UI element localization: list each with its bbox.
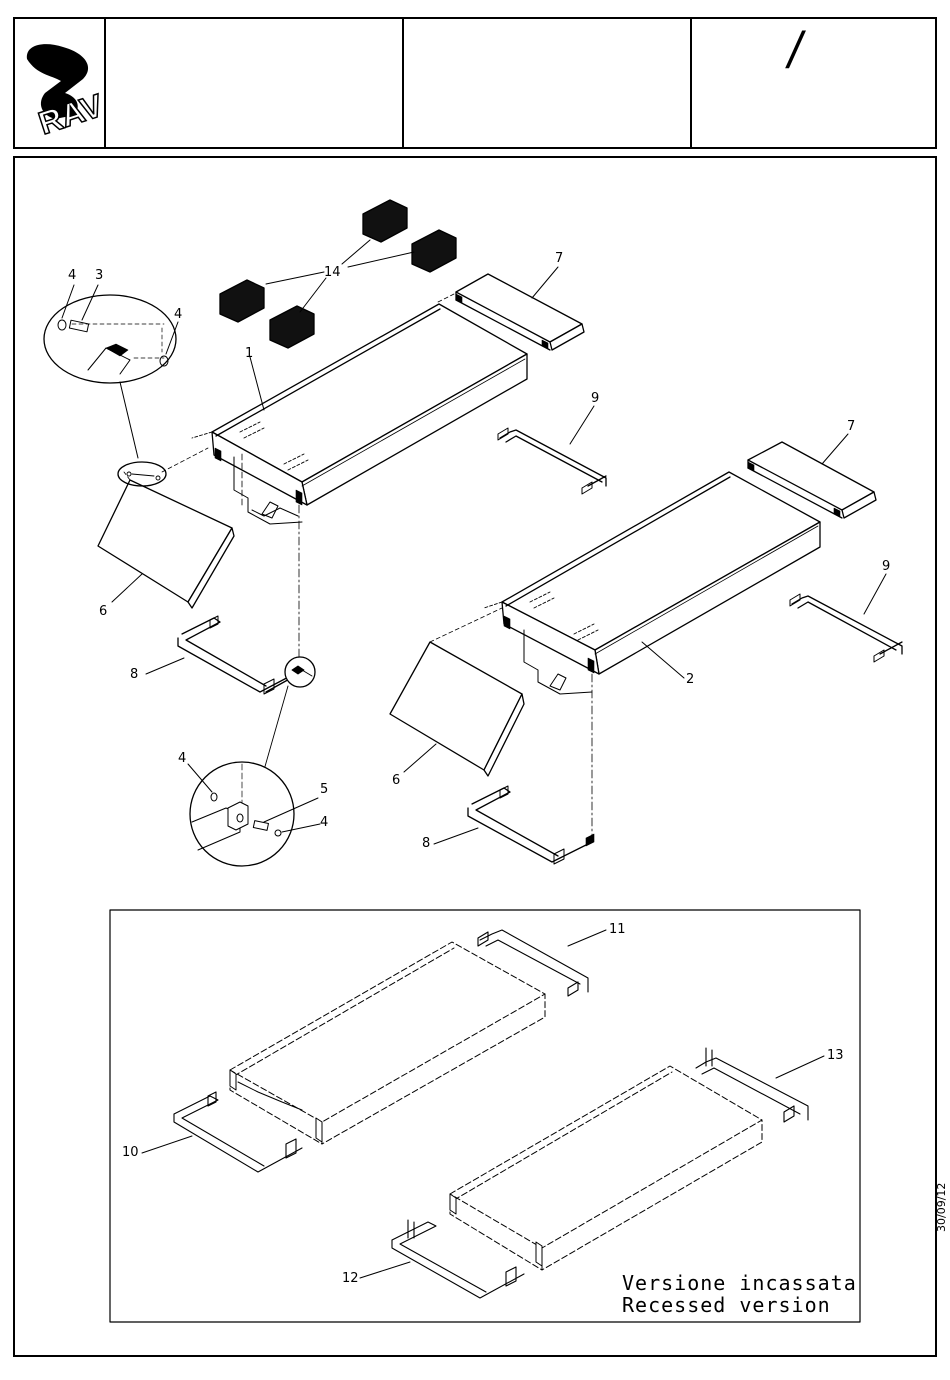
crossbar-8-right	[468, 786, 594, 864]
platform-2	[484, 472, 820, 694]
code-cell	[404, 19, 692, 147]
platform-1	[192, 304, 527, 524]
ramp-6-right	[390, 608, 524, 776]
drawing-frame: 1 2 3 4 4 4 4 5 6 6 7 7 8 8 9 9 10 11 12…	[13, 156, 937, 1357]
inset-frame	[110, 910, 860, 1322]
exploded-view-drawing	[15, 158, 935, 1355]
logo-cell: RAV	[15, 19, 106, 147]
title-cell	[106, 19, 404, 147]
recessed-platform-upper	[230, 942, 545, 1144]
page-number: /	[784, 21, 807, 75]
inset-leader-lines	[142, 930, 824, 1278]
crossbar-9-right	[790, 594, 902, 662]
detail-hinge-pin	[44, 295, 176, 383]
crossbar-12	[392, 1220, 524, 1298]
leader-lines-14	[266, 240, 414, 312]
crossbar-10	[174, 1092, 302, 1172]
recessed-platform-lower	[450, 1066, 762, 1270]
crossbar-9-upper	[498, 428, 606, 494]
title-block: RAV /	[13, 17, 937, 149]
revision-date: 30/09/12	[935, 1192, 949, 1232]
page-cell: /	[692, 19, 935, 147]
rav-logo-icon: RAV	[15, 19, 104, 147]
crossbar-11	[478, 930, 588, 996]
crossbar-13	[696, 1048, 808, 1122]
crossbar-8-left	[178, 616, 302, 694]
